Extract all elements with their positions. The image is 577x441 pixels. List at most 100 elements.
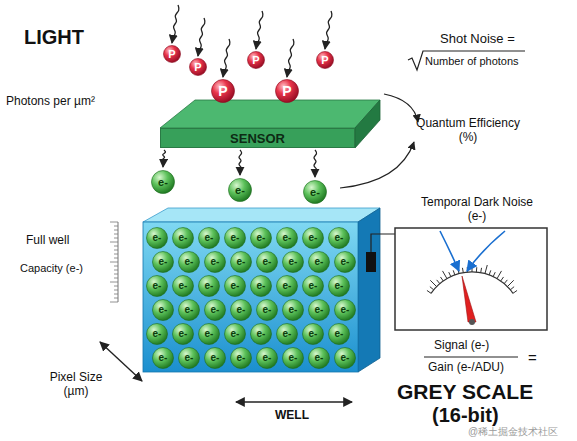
well-side-face [358, 208, 380, 372]
particle-label: e- [309, 329, 318, 339]
meter-tick [507, 280, 513, 286]
electron-circle: e- [152, 299, 174, 321]
particle-label: e- [263, 305, 272, 315]
electron-disc [179, 252, 200, 273]
electron-circle: e- [172, 227, 194, 249]
meter-tick [489, 270, 491, 275]
electron-circle: e- [308, 251, 330, 273]
formula-text: Number of photons [425, 55, 519, 68]
particle-label: e- [341, 257, 350, 267]
electron-disc [153, 252, 174, 273]
electron-disc [205, 348, 226, 369]
meter-tick [501, 277, 504, 281]
needle-pivot [469, 319, 475, 325]
ruler-tick [114, 258, 118, 259]
ruler-tick [114, 290, 118, 291]
electron-circle: e- [302, 323, 324, 345]
electron-circle: e- [224, 323, 246, 345]
electron-circle: e- [282, 299, 304, 321]
particle-label: P [218, 84, 227, 98]
particle-label: e- [231, 329, 240, 339]
electron-disc [173, 324, 194, 345]
ruler-tick [114, 246, 118, 247]
electron-circle: e- [250, 227, 272, 249]
ruler-ticks [110, 222, 118, 302]
electron-disc [147, 324, 168, 345]
sensor-side-face [355, 100, 380, 148]
electron-circle: e- [334, 347, 356, 369]
electron-disc [251, 228, 272, 249]
electron-circle: e- [276, 227, 298, 249]
ruler-tick [110, 222, 118, 223]
particle-label: e- [179, 281, 188, 291]
particle-label: e- [211, 257, 220, 267]
particle-label: e- [283, 233, 292, 243]
ruler-tick [110, 262, 118, 263]
particle-label: e- [231, 233, 240, 243]
electron-disc [147, 276, 168, 297]
well-width-arrow [236, 401, 352, 402]
photon-circle: P [275, 79, 299, 103]
qe-bracket-arrow [340, 142, 414, 188]
particle-label: e- [335, 281, 344, 291]
electron-disc [303, 276, 324, 297]
electron-circle: e- [198, 227, 220, 249]
meter-tick [476, 267, 477, 272]
electron-circle: e- [152, 251, 174, 273]
photon-path [172, 5, 179, 43]
fraction-bar [424, 356, 518, 357]
electron-disc [283, 300, 304, 321]
particle-label: e- [257, 329, 266, 339]
ruler-tick [114, 270, 118, 271]
watermark: @稀土掘金技术社区 [468, 427, 558, 437]
electron-disc [152, 171, 175, 194]
electron-disc [231, 252, 252, 273]
electron-circle: e- [328, 275, 350, 297]
particle-label: e- [315, 353, 324, 363]
electron-circle: e- [276, 323, 298, 345]
photon-path [223, 39, 230, 77]
electron-disc [179, 300, 200, 321]
electron-circle: e- [224, 275, 246, 297]
particle-label: e- [335, 329, 344, 339]
ruler-tick [114, 286, 118, 287]
electron-disc [225, 276, 246, 297]
particle-label: e- [335, 233, 344, 243]
meter-needle [462, 276, 476, 322]
electron-circle: e- [204, 251, 226, 273]
particle-label: e- [153, 281, 162, 291]
electron-disc [251, 276, 272, 297]
electron-circle: e- [302, 275, 324, 297]
sqrt-sign [408, 51, 525, 70]
electron-circle: e- [250, 323, 272, 345]
callout-label: Temporal Dark Noise (e-) [415, 196, 539, 224]
photon-circle: P [189, 58, 207, 76]
particle-label: e- [341, 305, 350, 315]
ruler-tick [114, 238, 118, 239]
electron-circle: e- [178, 347, 200, 369]
electron-circle: e- [334, 251, 356, 273]
electron-circle: e- [198, 323, 220, 345]
pixel-size-arrow [100, 342, 142, 381]
electron-disc [329, 276, 350, 297]
callout-label: Quantum Efficiency (%) [412, 117, 524, 145]
particle-label: e- [235, 185, 245, 196]
electron-disc [147, 228, 168, 249]
electron-disc [303, 228, 324, 249]
electron-circle: e- [282, 251, 304, 273]
electron-disc [225, 228, 246, 249]
electron-disc [153, 348, 174, 369]
electron-disc [277, 276, 298, 297]
electron-disc [257, 348, 278, 369]
meter-box [395, 228, 547, 330]
electron-circle: e- [308, 347, 330, 369]
electron-circle: e- [256, 299, 278, 321]
emission-arrow [162, 150, 165, 167]
meter-tick [443, 271, 448, 279]
particle-label: e- [263, 257, 272, 267]
meter-tick [462, 268, 464, 273]
dimension-label: Pixel Size (µm) [40, 371, 112, 399]
electron-disc [229, 179, 252, 202]
particle-label: e- [263, 353, 272, 363]
meter-tick [440, 277, 443, 281]
